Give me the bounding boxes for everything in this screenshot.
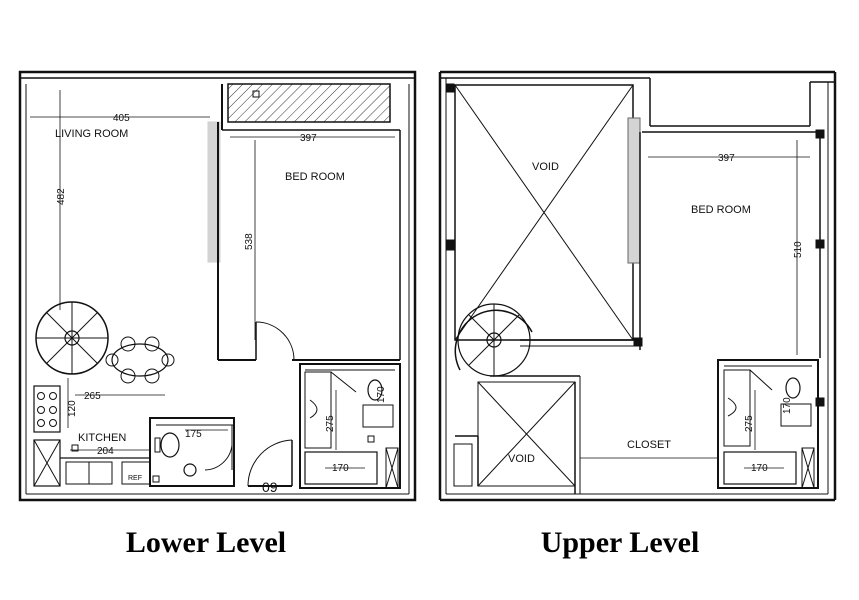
dim-wc-width: 175 <box>185 429 202 440</box>
upper-level-caption: Upper Level <box>541 526 700 559</box>
lower-wc-room <box>149 417 235 487</box>
dining-table <box>105 336 175 384</box>
lower-bedroom-label: BED ROOM <box>285 171 345 183</box>
dim-lower-bed-width: 397 <box>300 133 317 144</box>
upper-void-bottom <box>477 381 576 487</box>
dim-upper-bed-width: 397 <box>718 153 735 164</box>
lower-bathroom <box>299 363 401 489</box>
dim-upper-tub: 170 <box>751 463 768 474</box>
dim-upper-small: 170 <box>782 397 793 414</box>
dim-kitchen-depth: 120 <box>67 400 78 417</box>
ref-label: REF <box>128 475 142 482</box>
upper-spiral-stair <box>454 303 533 377</box>
lower-level-labels: LIVING ROOM BED ROOM KITCHEN REF 405 397… <box>55 113 387 495</box>
dim-lower-small: 170 <box>376 386 387 403</box>
upper-level-labels: VOID VOID BED ROOM CLOSET 397 510 275 17… <box>508 153 804 474</box>
lower-level-caption: Lower Level <box>126 526 286 559</box>
dim-lower-tub: 170 <box>332 463 349 474</box>
toilet <box>160 432 180 458</box>
upper-bathroom <box>717 359 819 489</box>
bedroom-door-swing <box>255 321 295 361</box>
living-room-label: LIVING ROOM <box>55 128 128 140</box>
upper-bedroom-label: BED ROOM <box>691 204 751 216</box>
dim-living-width: 405 <box>113 113 130 124</box>
dim-lower-bed-height: 538 <box>244 233 255 250</box>
lower-bathtub <box>304 451 378 485</box>
dim-upper-bath-height: 275 <box>744 415 755 432</box>
dim-upper-bed-height: 510 <box>793 241 804 258</box>
lower-outer-wall <box>18 70 417 502</box>
upper-glass-partition <box>627 117 641 264</box>
dim-lower-bath-height: 275 <box>325 415 336 432</box>
cooktop <box>33 385 61 433</box>
lower-level-plan <box>18 70 417 502</box>
dim-stair-offset: 265 <box>84 391 101 402</box>
door-number: 09 <box>262 479 278 495</box>
entry-door-swing <box>247 439 293 487</box>
upper-bathtub <box>723 451 797 485</box>
void-bottom-label: VOID <box>508 453 535 465</box>
kitchen-label: KITCHEN <box>78 432 126 444</box>
closet-label: CLOSET <box>627 439 671 451</box>
upper-level-plan <box>438 70 837 502</box>
balcony-hatch <box>227 83 391 123</box>
dim-kitchen-width: 204 <box>97 446 114 457</box>
lower-spiral-stair <box>35 301 109 375</box>
void-top-label: VOID <box>532 161 559 173</box>
dim-living-height: 482 <box>56 188 67 205</box>
